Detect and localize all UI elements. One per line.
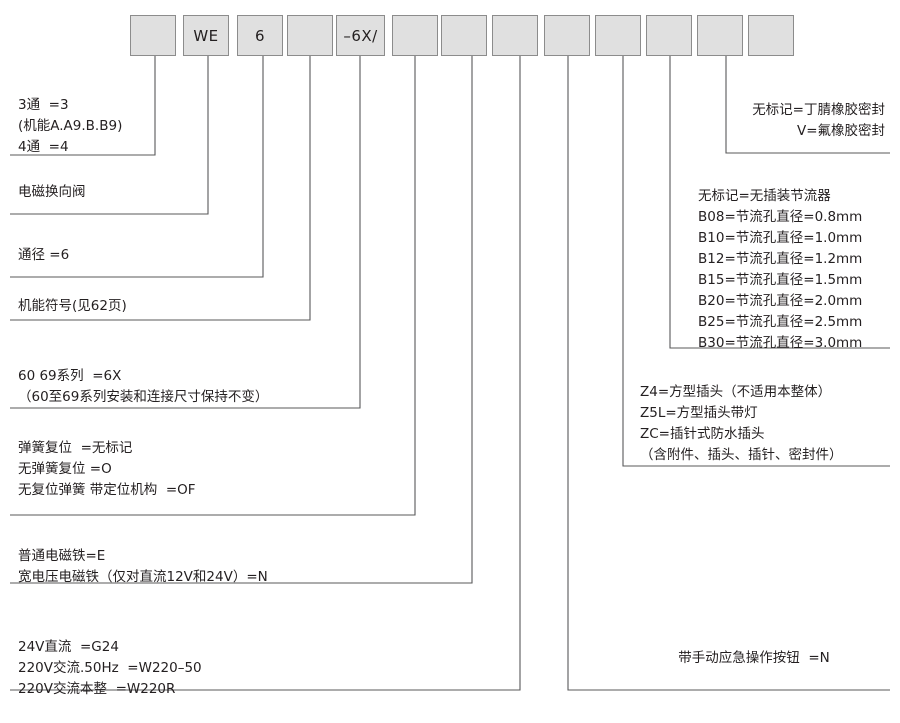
note-line: 弹簧复位 =无标记 <box>18 440 133 456</box>
note-size: 通径 =6 <box>18 245 69 266</box>
note-spring: 弹簧复位 =无标记无弹簧复位 =O 无复位弹簧 带定位机构 =OF <box>18 438 196 501</box>
code-box-2[interactable]: WE <box>183 15 229 56</box>
note-series: 60 69系列 =6X （60至69系列安装和连接尺寸保持不变） <box>18 366 268 408</box>
note-line: 无标记=丁腈橡胶密封 <box>752 102 885 118</box>
note-line: 通径 =6 <box>18 247 70 263</box>
note-line: 3通 =3 <box>18 97 69 113</box>
note-line: B15=节流孔直径=1.5mm <box>698 272 863 288</box>
code-box-8[interactable] <box>492 15 538 56</box>
note-line: (机能A.A9.B.B9) <box>18 118 123 134</box>
note-solenoid: 普通电磁铁=E 宽电压电磁铁（仅对直流12V和24V）=N <box>18 546 268 588</box>
note-line: B20=节流孔直径=2.0mm <box>698 293 863 309</box>
note-line: 电磁换向阀 <box>18 184 86 200</box>
note-line: 宽电压电磁铁（仅对直流12V和24V）=N <box>18 569 268 585</box>
note-spool-symbol: 机能符号(见62页) <box>18 296 127 317</box>
note-line: 带手动应急操作按钮 =N <box>678 650 830 666</box>
note-voltage: 24V直流 =G24 220V交流.50Hz =W220–50 220V交流本整 =… <box>18 637 202 700</box>
note-ways: 3通 =3 (机能A.A9.B.B9) 4通 =4 <box>18 95 122 158</box>
note-seal: 无标记=丁腈橡胶密封 V=氟橡胶密封 <box>588 100 885 142</box>
note-line: B30=节流孔直径=3.0mm <box>698 335 863 351</box>
code-box-13[interactable] <box>748 15 794 56</box>
note-line: 普通电磁铁=E <box>18 548 106 564</box>
leader-left-3 <box>10 55 264 278</box>
note-line: 24V直流 =G24 <box>18 639 119 655</box>
note-line: （60至69系列安装和连接尺寸保持不变） <box>18 389 269 405</box>
code-box-6[interactable] <box>392 15 438 56</box>
note-line: 无复位弹簧 带定位机构 =OF <box>18 482 196 498</box>
code-box-3[interactable]: 6 <box>237 15 283 56</box>
note-line: 机能符号(见62页) <box>18 298 127 314</box>
code-box-1[interactable] <box>130 15 176 56</box>
note-line: 无弹簧复位 =O <box>18 461 112 477</box>
note-line: B25=节流孔直径=2.5mm <box>698 314 863 330</box>
note-line: （含附件、插头、插针、密封件） <box>640 447 843 463</box>
code-box-11[interactable] <box>646 15 692 56</box>
code-box-10[interactable] <box>595 15 641 56</box>
note-line: V=氟橡胶密封 <box>796 123 885 139</box>
note-line: B12=节流孔直径=1.2mm <box>698 251 863 267</box>
leader-right-1 <box>567 55 890 691</box>
note-line: 60 69系列 =6X <box>18 368 122 384</box>
code-box-5[interactable]: –6X/ <box>336 15 385 56</box>
note-line: B10=节流孔直径=1.0mm <box>698 230 863 246</box>
code-box-4[interactable] <box>287 15 333 56</box>
note-line: 220V交流本整 =W220R <box>18 681 176 697</box>
note-valve-type: 电磁换向阀 <box>18 182 86 203</box>
note-line: ZC=插针式防水插头 <box>640 426 765 442</box>
note-line: Z5L=方型插头带灯 <box>640 405 758 421</box>
note-line: 4通 =4 <box>18 139 69 155</box>
note-line: B08=节流孔直径=0.8mm <box>698 209 863 225</box>
note-line: 220V交流.50Hz =W220–50 <box>18 660 202 676</box>
code-box-7[interactable] <box>441 15 487 56</box>
note-line: Z4=方型插头（不适用本整体） <box>640 384 832 400</box>
code-box-9[interactable] <box>544 15 590 56</box>
note-plug: Z4=方型插头（不适用本整体） Z5L=方型插头带灯 ZC=插针式防水插头 （含附件、… <box>640 382 843 466</box>
code-box-12[interactable] <box>697 15 743 56</box>
note-manual-override: 带手动应急操作按钮 =N <box>618 648 890 669</box>
note-line: 无标记=无插装节流器 <box>698 188 831 204</box>
